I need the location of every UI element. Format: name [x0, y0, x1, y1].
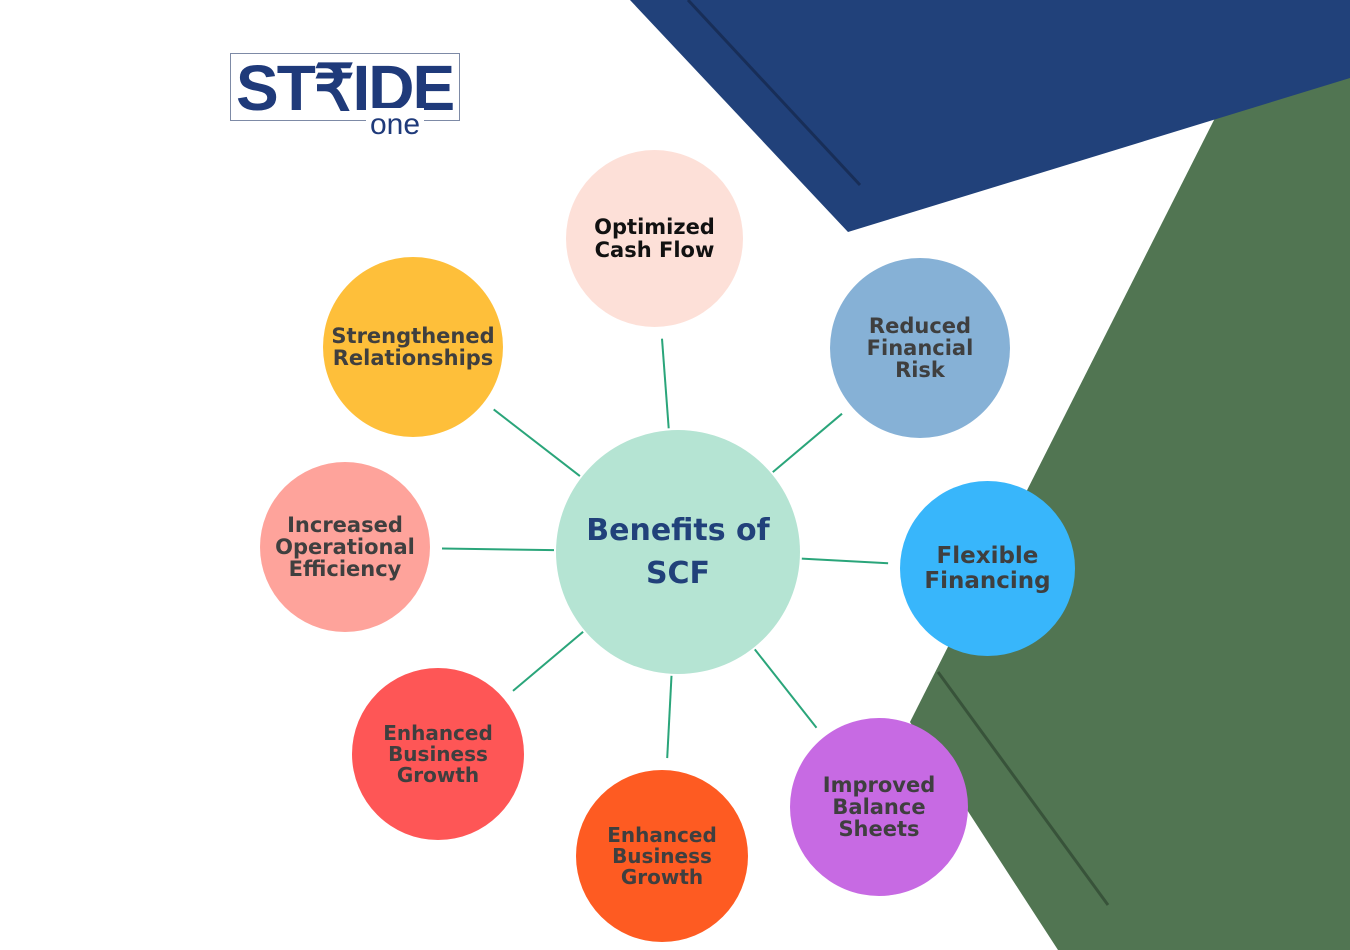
connector-flexible-financing	[801, 557, 889, 565]
node-label: Flexible Financing	[924, 543, 1051, 594]
node-flexible-financing: Flexible Financing	[900, 481, 1075, 656]
connector-strengthened-relationships	[493, 408, 581, 477]
node-label: Improved Balance Sheets	[822, 772, 936, 842]
connector-reduced-financial-risk	[772, 412, 843, 473]
center-bubble: Benefits of SCF	[556, 430, 800, 674]
node-label: Increased Operational Efficiency	[275, 512, 415, 582]
logo-subtext: one	[366, 108, 425, 142]
green-shadow-line	[936, 671, 1110, 906]
connector-optimized-cash-flow	[661, 338, 670, 429]
node-improved-balance-sheets: Improved Balance Sheets	[790, 718, 968, 896]
node-label: Reduced Financial Risk	[866, 313, 974, 383]
node-optimized-cash-flow: Optimized Cash Flow	[566, 150, 743, 327]
navy-panel	[630, 0, 1350, 232]
navy-shadow-line	[686, 0, 862, 187]
node-reduced-financial-risk: Reduced Financial Risk	[830, 258, 1010, 438]
connector-improved-balance-sheets	[754, 648, 818, 729]
node-label: Strengthened Relationships	[331, 323, 495, 370]
node-label: Enhanced Business Growth	[607, 822, 717, 889]
connector-enhanced-business-growth-left	[512, 631, 584, 692]
node-enhanced-business-growth-bottom: Enhanced Business Growth	[576, 770, 748, 942]
connector-increased-operational-efficiency	[441, 547, 555, 552]
node-increased-operational-efficiency: Increased Operational Efficiency	[260, 462, 430, 632]
connector-enhanced-business-growth-bottom	[666, 675, 673, 759]
logo-frame	[230, 53, 460, 121]
connector-lines	[441, 338, 889, 759]
node-strengthened-relationships: Strengthened Relationships	[323, 257, 503, 437]
node-label: Enhanced Business Growth	[383, 720, 493, 787]
center-label: Benefits of SCF	[586, 512, 770, 592]
node-label: Optimized Cash Flow	[594, 215, 715, 262]
green-panel	[910, 72, 1350, 950]
node-enhanced-business-growth-left: Enhanced Business Growth	[352, 668, 524, 840]
